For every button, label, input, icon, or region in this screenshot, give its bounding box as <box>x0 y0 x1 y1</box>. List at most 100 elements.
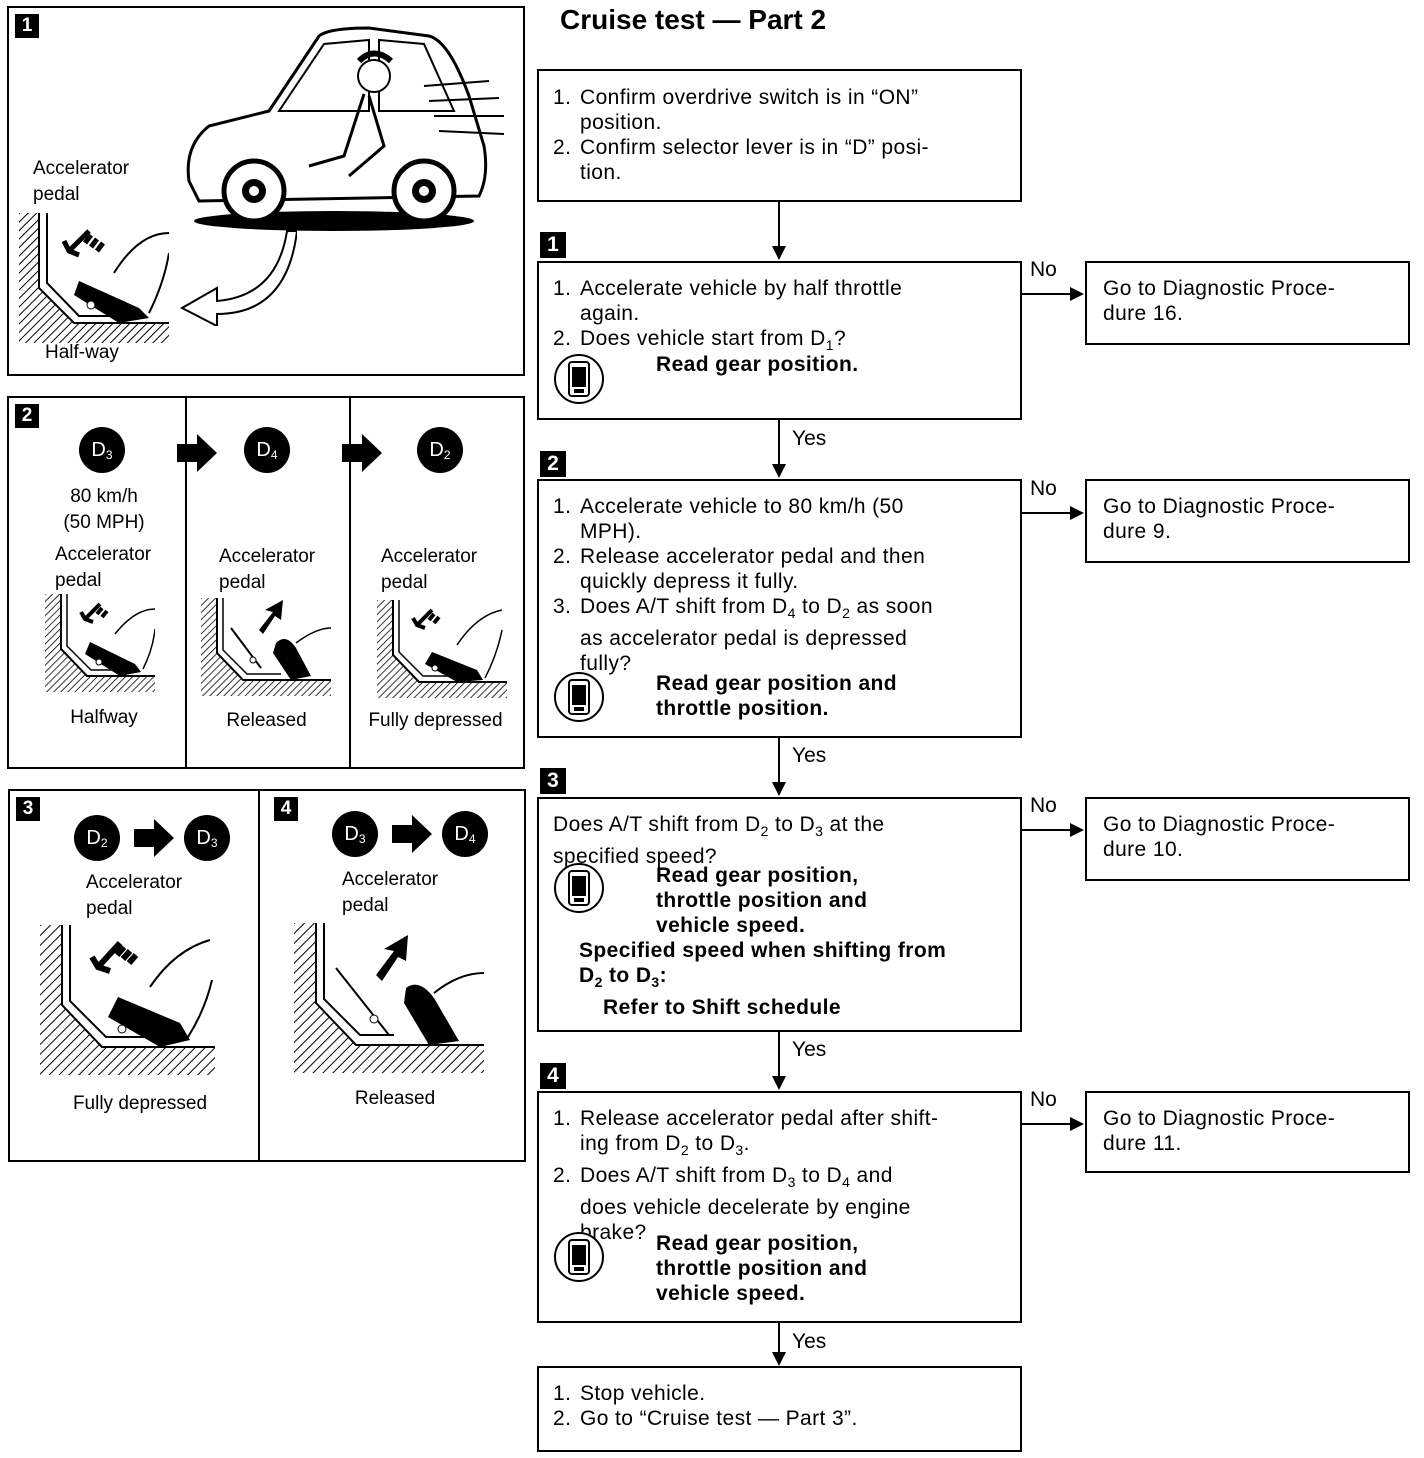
illustration-panel-3-4: 3 4 D2 D3 D3 D4 Accelerator pedal Accele… <box>8 789 526 1162</box>
read-instruction: Read gear position and throttle position… <box>656 671 897 721</box>
shift-arrow-icon <box>177 434 217 472</box>
dp-text-line: Go to Diagnostic Proce- <box>1103 495 1336 518</box>
position-label: Released <box>226 710 307 731</box>
yes-label: Yes <box>792 1038 827 1061</box>
car-driver-illustration <box>186 26 505 231</box>
flow-connector <box>778 1323 780 1363</box>
position-label: Fully depressed <box>368 710 503 731</box>
pedal-label-line1: Accelerator <box>55 544 152 565</box>
pedal-label-line2: pedal <box>33 184 80 205</box>
pedal-released-illustration <box>201 598 331 696</box>
flow-arrowhead <box>1070 823 1084 837</box>
read-instruction: Read gear position, throttle position an… <box>656 863 867 938</box>
pedal-fully-depressed-illustration <box>40 925 215 1075</box>
pedal-label-line2: pedal <box>342 895 389 916</box>
pedal-label-line1: Accelerator <box>219 546 316 567</box>
pedal-fully-depressed-illustration <box>377 600 507 698</box>
yes-label: Yes <box>792 427 827 450</box>
list-item: 1.Confirm overdrive switch is in “ON”pos… <box>553 86 919 134</box>
gear-badge-d3: D3 <box>184 815 230 861</box>
step-badge: 2 <box>540 451 566 477</box>
gear-badge-d2: D2 <box>74 815 120 861</box>
spec-line: Specified speed when shifting from <box>579 939 947 962</box>
speed-label-line2: (50 MPH) <box>63 512 145 533</box>
read-line: throttle position. <box>656 697 829 720</box>
pedal-label-line2: pedal <box>381 572 428 593</box>
position-label: Half-way <box>45 342 119 363</box>
read-line: Read gear position, <box>656 864 859 887</box>
end-step-box: 1.Stop vehicle. 2.Go to “Cruise test — P… <box>537 1366 1022 1452</box>
question-line: Does A/T shift from D2 to D3 at the <box>553 813 885 840</box>
question-line: specified speed? <box>553 845 718 869</box>
panel-badge: 4 <box>274 797 298 821</box>
panel-badge: 1 <box>15 14 39 38</box>
no-label: No <box>1030 477 1057 500</box>
flow-arrowhead <box>1070 287 1084 301</box>
illustration-panel-1: 1 Accelerator pedal Half-way <box>7 6 525 376</box>
pedal-released-illustration <box>294 923 484 1073</box>
flow-connector <box>1022 1123 1072 1125</box>
dp-text-line: dure 11. <box>1103 1132 1182 1155</box>
panel-badge: 2 <box>15 404 39 428</box>
flow-arrowhead <box>772 1076 786 1090</box>
flow-arrowhead <box>772 246 786 260</box>
dp-text-line: Go to Diagnostic Proce- <box>1103 1107 1336 1130</box>
read-line: throttle position and <box>656 1257 868 1280</box>
flow-connector <box>778 1032 780 1078</box>
dp-text-line: dure 10. <box>1103 838 1184 861</box>
step-3-box: Does A/T shift from D2 to D3 at the spec… <box>537 797 1022 1032</box>
read-line: vehicle speed. <box>656 914 806 937</box>
spec-line: Refer to Shift schedule <box>603 996 841 1020</box>
yes-label: Yes <box>792 744 827 767</box>
diagnostic-procedure-11-box: Go to Diagnostic Proce- dure 11. <box>1085 1091 1410 1173</box>
read-line: Read gear position and <box>656 672 897 695</box>
consult-tester-icon <box>554 672 604 722</box>
pedal-label-line1: Accelerator <box>86 872 183 893</box>
flow-connector <box>1022 293 1072 295</box>
diagnostic-procedure-10-box: Go to Diagnostic Proce- dure 10. <box>1085 797 1410 881</box>
column-divider <box>349 398 351 767</box>
flow-arrowhead <box>772 782 786 796</box>
position-label: Fully depressed <box>72 1093 208 1114</box>
panel-badge: 3 <box>16 797 40 821</box>
flow-arrowhead <box>772 464 786 478</box>
flow-connector <box>778 738 780 784</box>
diagnostic-procedure-16-box: Go to Diagnostic Proce- dure 16. <box>1085 261 1410 345</box>
yes-label: Yes <box>792 1330 827 1353</box>
flow-arrowhead <box>772 1352 786 1366</box>
read-instruction: Read gear position, throttle position an… <box>656 1231 867 1306</box>
speed-label-line1: 80 km/h <box>70 486 138 507</box>
flow-arrowhead <box>1070 1117 1084 1131</box>
no-label: No <box>1030 794 1057 817</box>
shift-arrow-icon <box>134 819 174 857</box>
read-line: vehicle speed. <box>656 1282 806 1305</box>
page-title: Cruise test — Part 2 <box>560 4 827 35</box>
step-badge: 1 <box>540 232 566 258</box>
list-item: 2.Go to “Cruise test — Part 3”. <box>553 1407 858 1430</box>
shift-arrow-icon <box>342 434 382 472</box>
shift-arrow-icon <box>392 815 432 853</box>
dp-text-line: dure 16. <box>1103 302 1184 325</box>
list-item: 2.Does vehicle start from D1? <box>553 327 847 354</box>
pedal-label-line1: Accelerator <box>342 869 439 890</box>
no-label: No <box>1030 1088 1057 1111</box>
pedal-label-line2: pedal <box>86 898 133 919</box>
specified-speed-note: Specified speed when shifting from D2 to… <box>579 938 946 1020</box>
step-badge: 3 <box>540 768 566 794</box>
gear-badge-d4: D4 <box>244 427 290 473</box>
no-label: No <box>1030 258 1057 281</box>
spec-line: D2 to D3: <box>579 964 668 991</box>
dp-text-line: Go to Diagnostic Proce- <box>1103 277 1336 300</box>
gear-badge-d3: D3 <box>332 811 378 857</box>
read-line: Read gear position, <box>656 1232 859 1255</box>
flow-connector <box>778 202 780 248</box>
step-badge: 4 <box>540 1063 566 1089</box>
step-4-box: 1.Release accelerator pedal after shift-… <box>537 1091 1022 1323</box>
